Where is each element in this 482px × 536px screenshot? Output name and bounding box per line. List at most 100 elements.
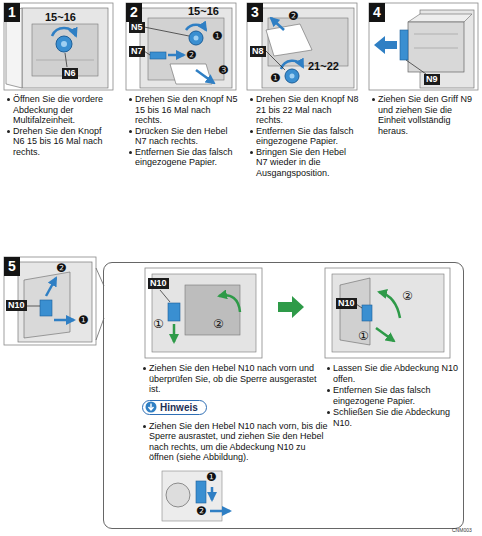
panel-4-illustration-part — [414, 34, 458, 35]
panel-4-illustration-part — [374, 36, 397, 54]
panel-2-illustration-part — [186, 25, 206, 30]
callout-number: ❷ — [196, 505, 207, 517]
hint-icon-circle — [146, 402, 157, 413]
panel-5-illustration-part — [40, 300, 52, 316]
panel-5-illustration-part — [24, 272, 70, 338]
panel-1-illustration-part — [65, 53, 67, 67]
bullet-dot — [129, 98, 132, 101]
panel-3-illustration-part — [281, 61, 303, 69]
bullet-dot — [7, 130, 10, 133]
panel-5-illustration-part — [4, 257, 96, 345]
hint-illustration — [162, 471, 230, 521]
panel-1-illustration-part — [4, 3, 113, 90]
bullet-dot — [7, 98, 10, 101]
instruction-text: Entfernen Sie das falsch eingezogene Pap… — [333, 385, 463, 406]
bullet-item: Lassen Sie die Abdeckung N10 offen. — [326, 363, 463, 384]
bullet-item: Entfernen Sie das falsch eingezogene Pap… — [249, 126, 359, 147]
part-tag: N6 — [62, 68, 78, 79]
bullet-dot — [327, 411, 330, 414]
panel-1-illustration-part — [52, 28, 76, 36]
instruction-text: Drehen Sie den Knopf N8 21 bis 22 Mal na… — [256, 94, 359, 126]
hint-illustration-part — [211, 487, 214, 500]
panel-2-illustration-part — [150, 52, 166, 59]
instruction-list: Drehen Sie den Knopf N8 21 bis 22 Mal na… — [249, 94, 359, 178]
instruction-list: Öffnen Sie die vordere Abdeckung der Mul… — [6, 94, 114, 157]
hint-illustration-part — [162, 471, 222, 521]
callout-number: ② — [213, 318, 224, 330]
panel-5-illustration-part — [54, 319, 74, 322]
panel-2-illustration-part — [194, 36, 199, 41]
panel-3-illustration-part — [247, 3, 357, 90]
panel-1-illustration-part — [36, 60, 94, 61]
callout-number: ❶ — [212, 30, 223, 42]
instruction-text: Ziehen Sie den Hebel N10 nach vorn und ü… — [149, 363, 317, 395]
instruction-list: Ziehen Sie den Griff N9 und ziehen Sie d… — [371, 94, 477, 136]
panel-3-illustration-part — [266, 51, 285, 70]
bullet-item: Drehen Sie den Knopf N5 15 bis 16 Mal na… — [128, 94, 238, 126]
callout-right-illustration-part — [356, 304, 362, 308]
hint-illustration-part — [166, 483, 190, 507]
panel-4-illustration-part — [369, 3, 478, 90]
panel-2-illustration-part — [168, 54, 184, 57]
callout-number: ❷ — [288, 10, 299, 22]
instruction-text: Drehen Sie den Knopf N6 15 bis 16 Mal na… — [13, 126, 114, 158]
part-tag: N10 — [148, 278, 169, 289]
hint-pill: Hinweis — [142, 400, 207, 415]
panel-3-illustration-part — [266, 24, 312, 56]
callout-left-illustration-part — [168, 303, 180, 321]
step-number-box: 4 — [369, 3, 385, 22]
step-number: 1 — [4, 3, 20, 22]
bullet-item: Entfernen Sie das falsch eingezogene Pap… — [128, 147, 238, 168]
hint-heading: Hinweis — [160, 401, 198, 414]
panel-1-illustration-part — [22, 8, 108, 88]
callout-right-illustration-part — [379, 292, 400, 318]
callout-left-illustration-part — [145, 268, 262, 358]
step-number-box: 1 — [4, 3, 20, 22]
panel-2-illustration-part — [170, 64, 212, 84]
part-tag: N8 — [250, 46, 266, 57]
step-number: 2 — [126, 3, 142, 22]
step-number: 5 — [4, 257, 20, 276]
panel-4-illustration-part — [414, 48, 458, 49]
callout-number: ❷ — [56, 262, 67, 274]
bullet-item: Ziehen Sie den Hebel N10 nach vorn und ü… — [142, 363, 317, 395]
instruction-list: Drehen Sie den Knopf N5 15 bis 16 Mal na… — [128, 94, 238, 168]
panel-2-illustration — [126, 3, 236, 90]
bullet-item: Öffnen Sie die vordere Abdeckung der Mul… — [6, 94, 114, 126]
step-number: 3 — [247, 3, 263, 22]
callout-number: ❶ — [78, 314, 89, 326]
callout-left-illustration-part — [219, 295, 240, 312]
bullet-item: Ziehen Sie den Griff N9 und ziehen Sie d… — [371, 94, 477, 136]
instruction-text: Bringen Sie den Hebel N7 wieder in die A… — [256, 147, 359, 179]
part-tag: N5 — [129, 22, 145, 33]
panel-5-illustration-part — [46, 278, 56, 296]
bullet-item: Drücken Sie den Hebel N7 nach rechts. — [128, 126, 238, 147]
callout-left-illustration — [145, 268, 262, 358]
bullet-dot — [250, 98, 253, 101]
panel-5-illustration-part — [27, 306, 40, 307]
panel-4-illustration-part — [408, 14, 472, 22]
panel-3-illustration-part — [271, 18, 284, 30]
panel-4-illustration-part — [406, 60, 426, 74]
panel-4-illustration — [369, 3, 478, 90]
instruction-text: Öffnen Sie die vordere Abdeckung der Mul… — [13, 94, 114, 126]
instruction-text: Ziehen Sie den Griff N9 und ziehen Sie d… — [378, 94, 477, 136]
bullet-dot — [250, 130, 253, 133]
instruction-text: Drücken Sie den Hebel N7 nach rechts. — [135, 126, 238, 147]
callout-left-illustration-part — [185, 285, 240, 335]
panel-4-illustration-part — [408, 22, 464, 72]
bullet-dot — [129, 130, 132, 133]
panel-2-illustration-part — [189, 31, 203, 45]
bullet-item: Schließen Sie die Abdeckung N10. — [326, 407, 463, 428]
bullet-dot — [372, 98, 375, 101]
callout-number: ① — [358, 330, 369, 342]
panel-3-illustration-part — [290, 74, 295, 79]
hint-illustration-part — [196, 481, 206, 503]
turn-count: 15~16 — [188, 5, 219, 17]
bullet-dot — [143, 425, 146, 428]
turn-count: 15~16 — [45, 11, 76, 23]
instruction-text: Drehen Sie den Knopf N5 15 bis 16 Mal na… — [135, 94, 238, 126]
step-number-box: 3 — [247, 3, 263, 22]
bullet-dot — [327, 367, 330, 370]
part-tag: N7 — [129, 46, 145, 57]
